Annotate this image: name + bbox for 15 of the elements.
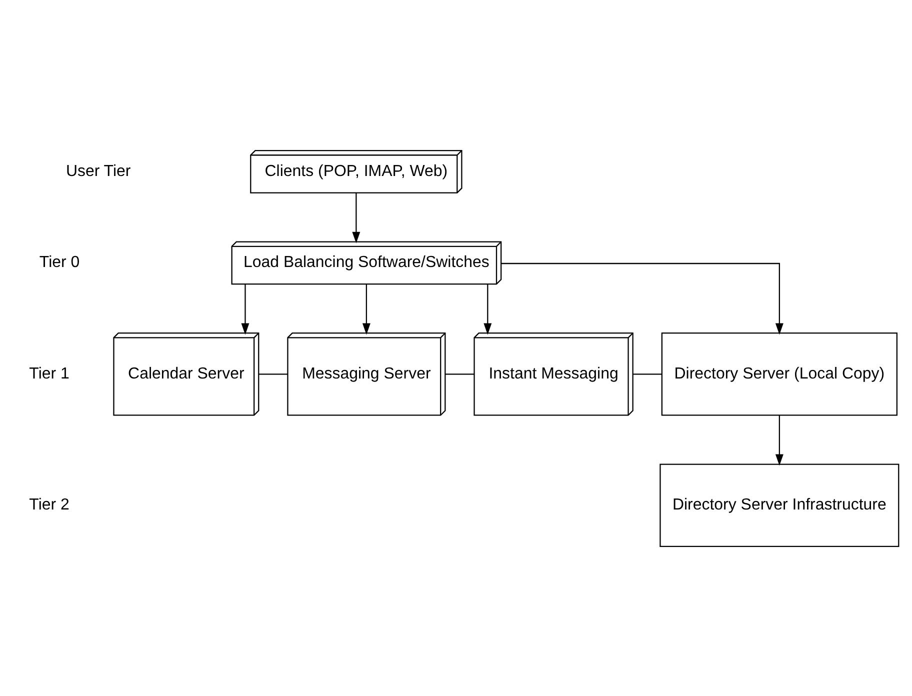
arrow: [241, 284, 250, 334]
arrow: [501, 262, 784, 334]
label: Tier 2: [29, 496, 70, 514]
connector: [445, 373, 474, 374]
node-box: Directory Server (Local Copy): [661, 332, 898, 416]
connector: [258, 373, 288, 374]
arrow: [352, 192, 360, 243]
connector: [632, 373, 662, 374]
label: Tier 0: [39, 254, 80, 271]
arrow: [484, 284, 492, 334]
arrow: [775, 414, 784, 466]
arrow: [362, 284, 370, 334]
label: User Tier: [66, 162, 131, 180]
label: Tier 1: [29, 364, 70, 382]
node-box: Directory Server Infrastructure: [660, 463, 900, 546]
